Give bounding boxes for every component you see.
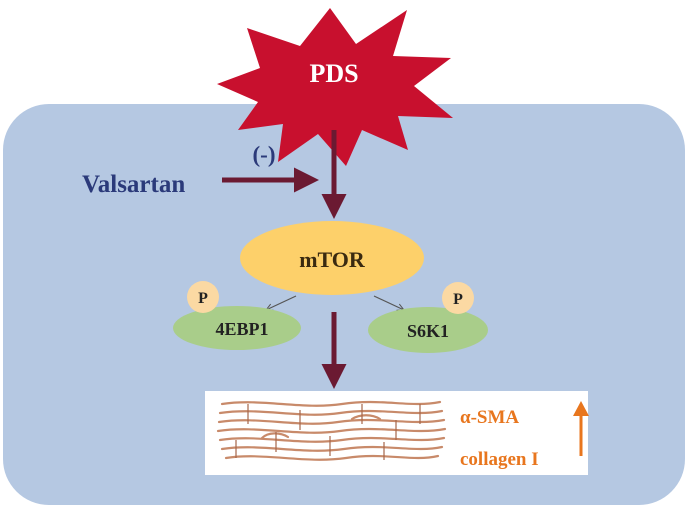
alpha-sma-label: α-SMA xyxy=(460,407,519,428)
mtor-to-4ebp1-arrow xyxy=(266,295,297,310)
mtor-label: mTOR xyxy=(299,247,366,272)
inhibition-label: (-) xyxy=(253,142,276,167)
mtor-to-s6k1-arrow xyxy=(373,295,404,310)
pds-label: PDS xyxy=(309,59,358,88)
collagen-fibers-icon xyxy=(216,400,447,461)
valsartan-label: Valsartan xyxy=(82,171,185,198)
fiber-crosslinks xyxy=(235,404,421,460)
4ebp1-node xyxy=(173,306,301,350)
phosphate-left-icon xyxy=(187,281,219,313)
phosphate-left-label: P xyxy=(198,290,208,307)
phosphate-right-label: P xyxy=(453,291,463,308)
up-arrow-icon xyxy=(573,401,589,456)
4ebp1-label: 4EBP1 xyxy=(215,319,268,339)
s6k1-label: S6K1 xyxy=(407,321,449,341)
mtor-node xyxy=(240,221,424,295)
pds-starburst-icon xyxy=(217,8,453,166)
phosphate-right-icon xyxy=(442,282,474,314)
s6k1-node xyxy=(368,307,488,353)
collagen-i-label: collagen I xyxy=(460,449,539,470)
